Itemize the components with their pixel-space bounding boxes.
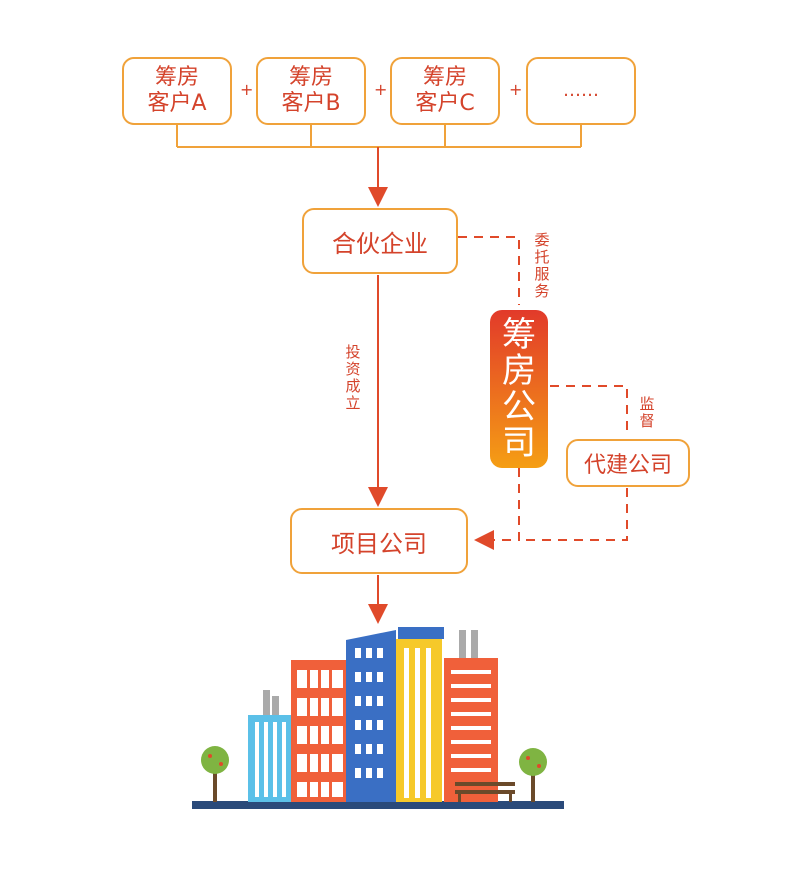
- plus-sign: +: [374, 80, 388, 99]
- client-a-line2: 客户A: [147, 91, 207, 116]
- client-c-line1: 筹房: [422, 65, 467, 90]
- building-orange-left: [291, 660, 349, 802]
- partnership-box: 合伙企业: [302, 208, 458, 274]
- dashed-relations: [458, 236, 628, 550]
- tree-right-icon: [519, 748, 547, 802]
- client-a-box: 筹房 客户A: [122, 57, 232, 125]
- client-b-line1: 筹房: [288, 65, 333, 90]
- chou-company-box: 筹房公司: [490, 310, 548, 468]
- plus-sign: +: [509, 80, 523, 99]
- supervise-label: 监督: [639, 395, 655, 430]
- agent-company-box: 代建公司: [566, 439, 690, 487]
- bench-icon: [455, 782, 515, 802]
- invest-label: 投资成立: [345, 343, 361, 412]
- tree-left-icon: [201, 746, 229, 802]
- project-company-box: 项目公司: [290, 508, 468, 574]
- building-lightblue: [248, 690, 292, 802]
- client-more-box: ……: [526, 57, 636, 125]
- client-b-box: 筹房 客户B: [256, 57, 366, 125]
- building-yellow: [396, 627, 444, 802]
- building-orange-right: [444, 630, 498, 802]
- building-blue: [346, 630, 396, 802]
- client-c-line2: 客户C: [415, 91, 475, 116]
- plus-sign: +: [240, 80, 254, 99]
- entrust-label: 委托服务: [534, 231, 550, 300]
- ground: [192, 801, 564, 809]
- client-c-box: 筹房 客户C: [390, 57, 500, 125]
- client-a-line1: 筹房: [154, 65, 199, 90]
- client-b-line2: 客户B: [281, 91, 341, 116]
- client-more-ellipsis: ……: [563, 80, 599, 101]
